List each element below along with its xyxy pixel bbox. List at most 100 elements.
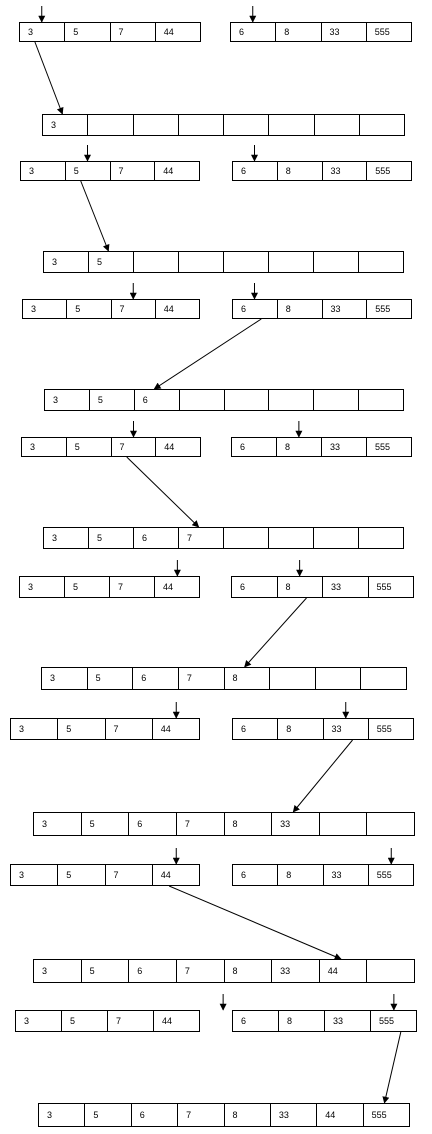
merged-array-cell bbox=[359, 252, 403, 272]
right-array-cell: 6 bbox=[232, 577, 278, 597]
left-array-cell: 5 bbox=[66, 162, 111, 180]
merged-array-cell bbox=[315, 115, 360, 135]
transfer-arrow bbox=[292, 739, 353, 813]
left-array-cell: 44 bbox=[163, 304, 174, 314]
merged-array-cell: 5 bbox=[85, 1104, 132, 1126]
transfer-arrow bbox=[153, 318, 262, 390]
merged-array-cell: 8 bbox=[225, 1104, 271, 1126]
merged-array-cell: 3 bbox=[44, 528, 89, 548]
merged-array-cell: 3 bbox=[34, 960, 82, 982]
right-array-cell: 555 bbox=[375, 304, 391, 314]
merged-array-cell: 6 bbox=[129, 813, 177, 835]
transfer-arrow bbox=[244, 597, 307, 668]
right-array-cell: 6 bbox=[231, 23, 277, 41]
right-array-cell: 33 bbox=[325, 1011, 371, 1031]
merged-array-cell bbox=[270, 668, 316, 689]
left-array-cell: 5 bbox=[58, 719, 106, 739]
merged-array-cell bbox=[269, 252, 314, 272]
left-array-cell: 5 bbox=[62, 1011, 108, 1031]
left-array-cell: 44 bbox=[162, 1016, 173, 1026]
merged-array-cell: 33 bbox=[272, 960, 320, 982]
right-array-cell: 555 bbox=[376, 724, 392, 734]
merged-array: 3 bbox=[42, 114, 405, 136]
merged-array-cell: 5 bbox=[90, 390, 135, 410]
merged-array-cell: 7 bbox=[177, 813, 225, 835]
transfer-arrow bbox=[168, 885, 342, 960]
merged-array-cell bbox=[179, 252, 224, 272]
left-array-cell: 3 bbox=[22, 438, 67, 456]
merged-array-cell bbox=[316, 668, 362, 689]
left-array-cell: 3 bbox=[20, 23, 66, 41]
merged-array-cell: 5 bbox=[82, 960, 130, 982]
merged-array-cell bbox=[359, 528, 403, 548]
left-array-cell: 5 bbox=[67, 438, 112, 456]
merged-array-cell bbox=[224, 115, 270, 135]
merged-array-cell: 3 bbox=[34, 813, 82, 835]
right-array-cell: 8 bbox=[278, 577, 323, 597]
merged-array-cell: 7 bbox=[177, 960, 225, 982]
left-array-cell: 3 bbox=[11, 719, 59, 739]
merged-array-cell: 3 bbox=[45, 390, 90, 410]
right-array-cell: 33 bbox=[323, 300, 368, 318]
merged-array-cell: 8 bbox=[225, 960, 273, 982]
left-array-cell: 44 bbox=[160, 724, 171, 734]
merged-array-cell bbox=[88, 115, 134, 135]
merged-array-cell bbox=[359, 390, 403, 410]
left-array-cell: 7 bbox=[112, 438, 157, 456]
merged-array-cell: 3 bbox=[44, 252, 89, 272]
left-array-cell: 5 bbox=[65, 577, 110, 597]
merged-array-cell bbox=[361, 668, 406, 689]
merged-array-cell: 6 bbox=[129, 960, 177, 982]
merged-array-cell: 3 bbox=[42, 668, 88, 689]
left-array-cell: 5 bbox=[65, 23, 111, 41]
right-array-cell: 8 bbox=[278, 300, 323, 318]
merged-array-cell: 5 bbox=[89, 252, 134, 272]
left-array-cell: 7 bbox=[108, 1011, 154, 1031]
merged-array-cell: 7 bbox=[178, 1104, 225, 1126]
left-array-cell: 44 bbox=[163, 582, 174, 592]
merged-array-cell bbox=[269, 115, 315, 135]
transfer-arrow bbox=[126, 456, 200, 528]
merged-array-cell: 33 bbox=[271, 1104, 318, 1126]
merged-array-cell bbox=[134, 115, 179, 135]
merged-array-cell bbox=[314, 390, 360, 410]
merged-array-cell: 7 bbox=[179, 528, 224, 548]
left-array-cell: 5 bbox=[58, 865, 106, 885]
right-array-cell: 33 bbox=[324, 719, 369, 739]
left-array-cell: 3 bbox=[21, 162, 66, 180]
right-array-cell: 33 bbox=[323, 577, 369, 597]
merged-array-cell bbox=[224, 528, 269, 548]
right-array-cell: 6 bbox=[233, 719, 279, 739]
merged-array-cell: 5 bbox=[82, 813, 130, 835]
left-array-cell: 7 bbox=[112, 300, 156, 318]
left-array-cell: 3 bbox=[23, 300, 68, 318]
transfer-arrow bbox=[382, 1031, 402, 1104]
merged-array-cell bbox=[179, 115, 224, 135]
right-array-cell: 555 bbox=[379, 1016, 395, 1026]
merged-array-cell bbox=[360, 115, 404, 135]
merged-array-cell: 5 bbox=[88, 668, 134, 689]
merged-array-cell bbox=[269, 528, 314, 548]
merged-array-cell: 6 bbox=[133, 668, 179, 689]
merged-array-cell: 44 bbox=[317, 1104, 364, 1126]
right-array-cell: 6 bbox=[232, 438, 277, 456]
merged-array-cell bbox=[314, 528, 359, 548]
right-array-cell: 8 bbox=[278, 162, 323, 180]
left-array-cell: 7 bbox=[106, 719, 153, 739]
right-array-cell: 6 bbox=[233, 162, 278, 180]
